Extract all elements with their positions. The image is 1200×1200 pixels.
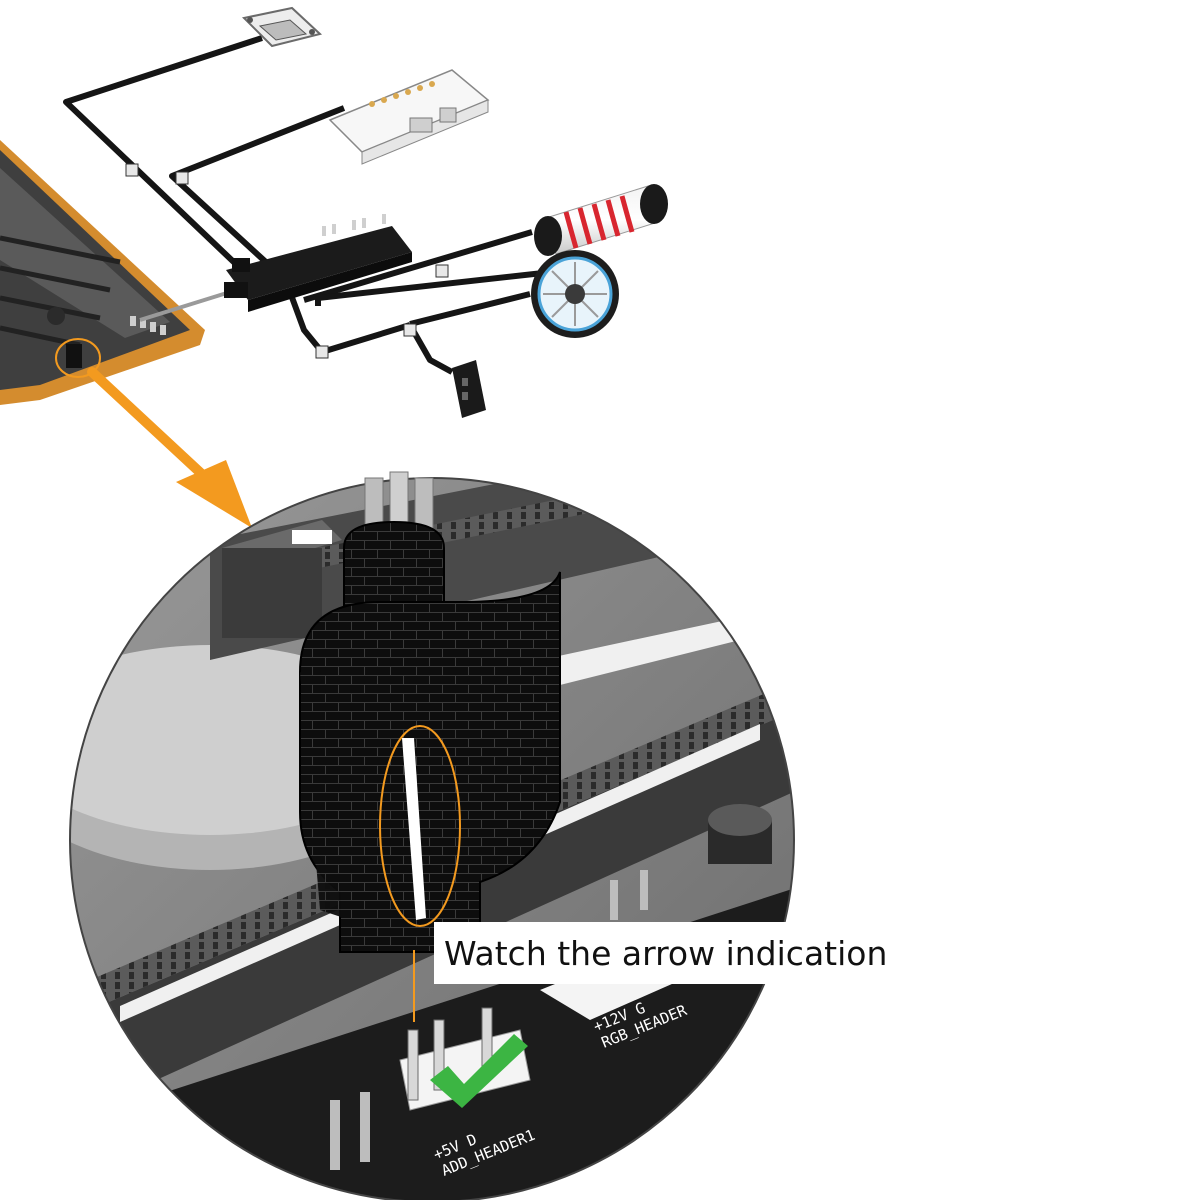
motherboard-corner bbox=[0, 140, 205, 405]
header-highlight bbox=[55, 338, 101, 378]
controller-module bbox=[241, 6, 323, 48]
argb-connector bbox=[299, 520, 561, 953]
reservoir-tube bbox=[534, 184, 668, 256]
check-icon bbox=[430, 1034, 528, 1108]
callout-label: Watch the arrow indication bbox=[434, 922, 924, 984]
pump-block bbox=[328, 69, 490, 165]
cable-harness bbox=[63, 35, 553, 375]
arrow-icon bbox=[87, 367, 252, 528]
splitter-hub bbox=[224, 214, 412, 312]
callout-text: Watch the arrow indication bbox=[444, 933, 888, 973]
stripe-highlight bbox=[379, 725, 461, 1022]
cable-clips bbox=[125, 163, 449, 359]
fan bbox=[531, 250, 619, 338]
molex-connector bbox=[452, 360, 486, 418]
